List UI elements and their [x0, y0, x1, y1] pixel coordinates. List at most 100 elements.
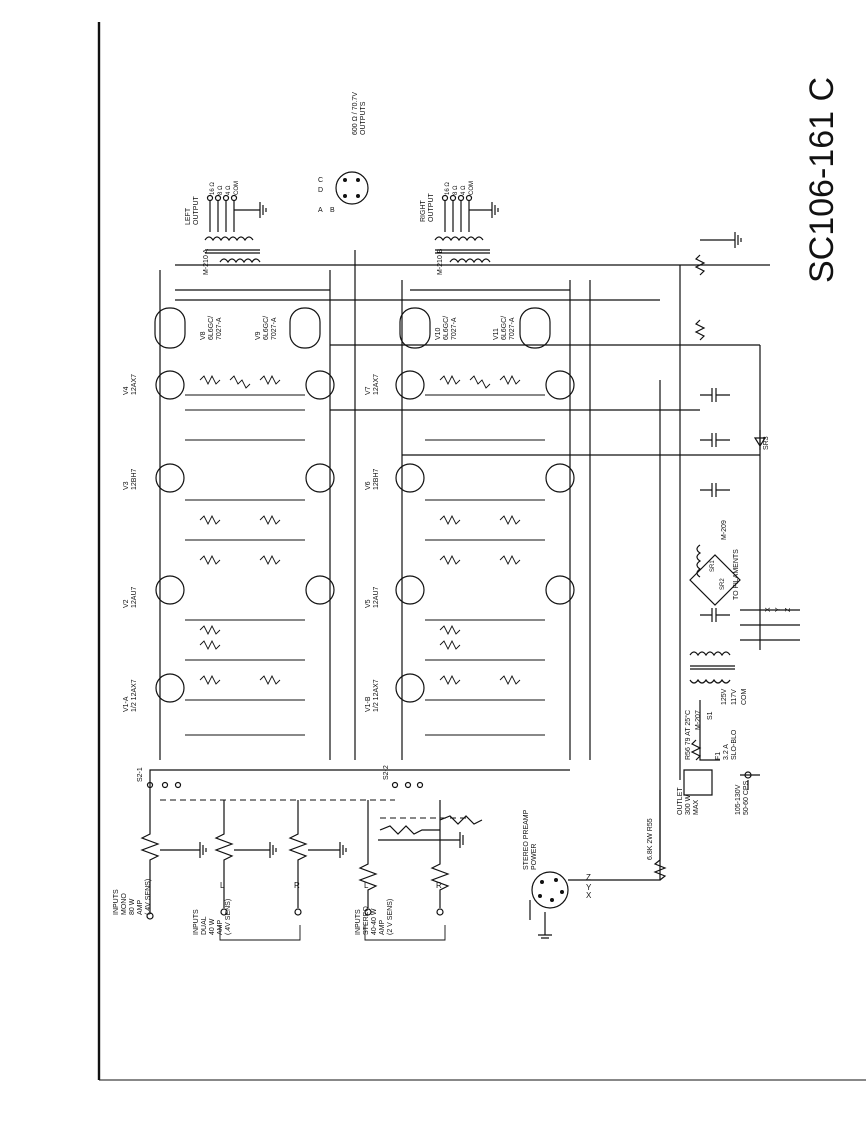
- sr2-label: SR2: [720, 578, 726, 590]
- m209-label: M-209: [721, 520, 728, 540]
- left-interstage-network: [185, 394, 305, 736]
- filaments-label: TO FILAMENTS: [733, 549, 740, 600]
- v6-tube-a: [395, 463, 425, 493]
- right-output-label-1: RIGHT: [420, 200, 427, 223]
- mains-wire: [699, 700, 720, 761]
- v9-type-2: 7027-A: [271, 317, 278, 340]
- v4-tube-b: [305, 370, 335, 400]
- dual-jack-l-label: L: [220, 881, 225, 890]
- fuse-type: SLO-BLO: [731, 729, 738, 760]
- right-r51-r54: [439, 374, 521, 389]
- v1a-tube: [155, 673, 185, 703]
- v10-output-tube: [399, 307, 431, 349]
- right-8ohm-label: 8 Ω: [453, 185, 459, 195]
- v10-label: V10: [435, 327, 442, 340]
- m207-primary: [689, 651, 731, 657]
- filament-leads: [740, 609, 800, 641]
- channel-right: V1-B 1/2 12AX7 V5 12AU7 V6 12BH7 V7 12AX…: [365, 181, 591, 760]
- r5-pot: [430, 800, 450, 908]
- v11-output-tube: [519, 307, 551, 349]
- c26-b-cap: [700, 388, 730, 402]
- c23-b-cap: [700, 433, 730, 447]
- r55-resistor: [653, 790, 667, 881]
- line-pin-d: D: [318, 187, 323, 194]
- input-selector: S2-1 S2-2: [137, 765, 424, 801]
- left-r21-r22: [199, 514, 281, 526]
- r1-level-pot: [140, 790, 160, 913]
- r3-level-pot: [288, 800, 308, 908]
- v1b-type: 1/2 12AX7: [373, 679, 380, 712]
- right-r40-r41: [439, 554, 521, 566]
- preamp-socket-outline: [531, 871, 569, 909]
- mains-frequency: 50-60 CPS: [743, 780, 750, 815]
- r4-pot: [358, 800, 378, 908]
- v7-tube-a: [395, 370, 425, 400]
- v6-type: 12BH7: [373, 468, 380, 490]
- line-pin-c: C: [318, 177, 323, 184]
- left-output-taps: [209, 200, 235, 232]
- sr3-diode: [753, 430, 767, 450]
- outlet-rating: 300 W: [685, 794, 692, 815]
- preamp-label-2: POWER: [531, 844, 538, 870]
- v11-type-2: 7027-A: [509, 317, 516, 340]
- right-com-label: COM: [469, 181, 475, 195]
- r3-ground: [308, 842, 347, 858]
- right-output-taps: [444, 200, 470, 232]
- stereo-jack-r-label: R: [436, 881, 442, 890]
- r2-level-pot: [214, 800, 234, 908]
- v3-label: V3: [123, 481, 130, 490]
- input-stereo-label-5: (2 V SENS): [387, 899, 394, 935]
- v8-type-2: 7027-A: [216, 317, 223, 340]
- v2-label: V2: [123, 599, 130, 608]
- mains-plug-lead: [740, 774, 760, 790]
- line-pin-b: B: [330, 207, 335, 214]
- r56-label: R56 79 AT 25°C: [684, 710, 692, 760]
- left-r28-r31: [199, 374, 281, 389]
- dual-input-jack-r: [294, 908, 302, 916]
- left-8ohm-label: 8 Ω: [218, 185, 224, 195]
- input-stereo-label-1: INPUTS: [355, 909, 362, 935]
- sr3-label: SR3: [763, 436, 770, 450]
- m210b-primary: [449, 258, 491, 264]
- v9-label: V9: [255, 331, 262, 340]
- r56-thermistor: [690, 739, 702, 761]
- line-output-socket-outline: [335, 171, 369, 205]
- left-output-label-2: OUTPUT: [193, 196, 200, 226]
- outlet-label: OUTLET: [677, 787, 684, 815]
- input-section: INPUTS MONO 80 W AMP (.4V SENS) INPUTS D…: [113, 790, 483, 941]
- left-signal-bus: [149, 769, 570, 790]
- v8-type-1: 6L6GC/: [208, 316, 215, 340]
- left-16ohm-label: 16 Ω: [210, 182, 216, 195]
- v2-tube-a: [155, 575, 185, 605]
- left-com-label: COM: [234, 181, 240, 195]
- r7a-resistor: [379, 825, 440, 835]
- input-stereo-label-4: AMP: [379, 920, 386, 936]
- input-mono-label-5: (.4V SENS): [145, 879, 152, 915]
- m210a-primary: [219, 258, 261, 264]
- left-r17-r18: [199, 554, 281, 566]
- left-r15: [199, 624, 221, 636]
- right-r38: [439, 624, 461, 636]
- r1-ground: [160, 842, 207, 858]
- drawing-number: SC106-161 C: [803, 77, 841, 283]
- preamp-label-1: STEREO PREAMP: [523, 809, 530, 870]
- outlet-symbol: [683, 769, 713, 796]
- input-dual-label-1: INPUTS: [193, 909, 200, 935]
- m210a-secondary: [204, 236, 254, 242]
- input-mono-label-1: INPUTS: [113, 889, 120, 915]
- v2-tube-b: [305, 575, 335, 605]
- v1b-label: V1-B: [365, 696, 372, 712]
- mains-voltage: 105-130V: [735, 784, 742, 815]
- right-r35-r36: [439, 674, 521, 686]
- m210b-label: M-210 B: [437, 248, 444, 275]
- v5-type: 12AU7: [373, 586, 380, 608]
- r60-resistor: [694, 319, 706, 341]
- input-dual-label-2: DUAL: [201, 916, 208, 935]
- left-output-ground: [234, 202, 267, 218]
- v1b-tube: [395, 673, 425, 703]
- fuse-rating: 3.2 A: [723, 744, 730, 760]
- m207-secondary: [689, 678, 731, 684]
- m210b-secondary: [434, 236, 484, 242]
